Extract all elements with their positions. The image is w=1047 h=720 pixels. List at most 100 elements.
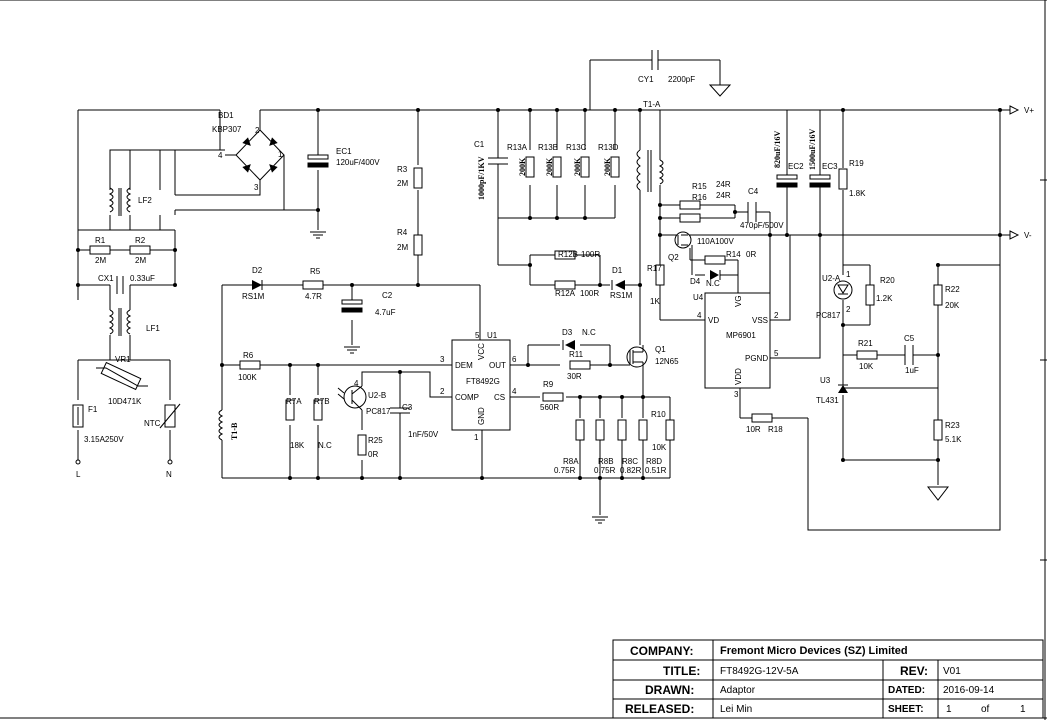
resistor-r7b: R7B N.C bbox=[313, 397, 332, 450]
c1-ref: C1 bbox=[474, 140, 485, 149]
diode-d1: D1 RS1M bbox=[610, 266, 633, 300]
resistor-r14: R14 0R bbox=[704, 250, 756, 265]
optocoupler-u2b: U2-B PC817 4 bbox=[337, 379, 391, 416]
transformer-t1a: T1-A bbox=[636, 100, 664, 192]
r20-ref: R20 bbox=[880, 276, 895, 285]
u4-part: MP6901 bbox=[726, 331, 756, 340]
u1-ref: U1 bbox=[487, 331, 498, 340]
resistor-r17: R17 1K bbox=[647, 264, 665, 306]
r2-ref: R2 bbox=[135, 236, 146, 245]
bd1-pin4: 4 bbox=[218, 151, 223, 160]
capacitor-cy1: CY1 2200pF bbox=[638, 50, 732, 97]
capacitor-ec2: EC2 820uF/16V bbox=[773, 130, 804, 188]
dated-value: 2016-09-14 bbox=[943, 685, 995, 696]
vplus-label: V+ bbox=[1024, 106, 1034, 115]
capacitor-c5: C5 1uF bbox=[904, 334, 919, 375]
u1-pin-cs: CS bbox=[494, 393, 505, 402]
r21-value: 10K bbox=[859, 362, 874, 371]
u4-pin-pgnd: PGND bbox=[745, 354, 768, 363]
resistor-r25: R25 0R bbox=[357, 434, 383, 459]
capacitor-c3: C3 1nF/50V bbox=[390, 400, 439, 439]
resistor-r6: R6 100K bbox=[238, 351, 261, 382]
bd1-part: KBP307 bbox=[212, 125, 242, 134]
r12a-ref: R12A bbox=[555, 289, 576, 298]
q2-value: 110A100V bbox=[697, 237, 734, 246]
r25-value: 0R bbox=[368, 450, 378, 459]
u2a-pin1: 1 bbox=[846, 270, 851, 279]
resistor-r3: R3 2M bbox=[397, 165, 423, 189]
u2a-pin2: 2 bbox=[846, 305, 851, 314]
ec2-value: 820uF/16V bbox=[773, 130, 782, 168]
resistor-r12a: R12A 100R bbox=[554, 280, 599, 298]
diode-d3: D3 N.C bbox=[562, 328, 596, 350]
r8d-value: 0.51R bbox=[645, 466, 667, 475]
r1-value: 2M bbox=[95, 256, 106, 265]
r9-ref: R9 bbox=[543, 380, 554, 389]
capacitor-c1: C1 1000pF/1KV bbox=[474, 140, 508, 200]
resistor-r10: R10 10K bbox=[651, 410, 675, 452]
r16-value: 24R bbox=[716, 191, 731, 200]
resistor-r22: R22 20K bbox=[933, 284, 960, 310]
sheet-total: 1 bbox=[1020, 704, 1026, 715]
c4-ref: C4 bbox=[748, 187, 759, 196]
ec3-value: 1500uF/16V bbox=[808, 128, 817, 170]
d4-value: N.C bbox=[706, 279, 720, 288]
released-label: RELEASED: bbox=[625, 702, 694, 716]
r4-ref: R4 bbox=[397, 228, 408, 237]
r18-ref: R18 bbox=[768, 425, 783, 434]
u2b-ref: U2-B bbox=[368, 391, 386, 400]
bd1-ref: BD1 bbox=[218, 111, 234, 120]
r7b-value: N.C bbox=[318, 441, 332, 450]
sync-rectifier-u4: U4 MP6901 VD VSS VG PGND VDD 4 2 5 3 bbox=[693, 292, 779, 399]
sheet-label: SHEET: bbox=[888, 704, 924, 715]
resistor-r16: R16 24R bbox=[679, 191, 731, 223]
u2a-value: PC817 bbox=[816, 311, 841, 320]
resistor-r23: R23 5.1K bbox=[933, 419, 962, 444]
f1-ref: F1 bbox=[88, 405, 98, 414]
r18-value: 10R bbox=[746, 425, 761, 434]
company-label: COMPANY: bbox=[630, 644, 694, 658]
u1-pin-gnd: GND bbox=[477, 407, 486, 425]
u1-pin6-num: 6 bbox=[512, 355, 517, 364]
controller-u1: U1 FT8492G DEM COMP VCC OUT CS GND 3 2 5… bbox=[440, 331, 517, 442]
rev-value: V01 bbox=[943, 666, 961, 677]
u4-pin-vss: VSS bbox=[752, 316, 768, 325]
r12b-ref: R12B bbox=[558, 250, 578, 259]
wires bbox=[77, 59, 1010, 531]
r20-value: 1.2K bbox=[876, 294, 893, 303]
r6-ref: R6 bbox=[243, 351, 254, 360]
r17-value: 1K bbox=[650, 297, 660, 306]
d1-value: RS1M bbox=[610, 291, 633, 300]
r25-ref: R25 bbox=[368, 436, 383, 445]
r23-value: 5.1K bbox=[945, 435, 962, 444]
cx1-value: 0.33uF bbox=[130, 274, 155, 283]
resistor-r20: R20 1.2K bbox=[865, 276, 895, 306]
terminal-n: N bbox=[166, 470, 172, 479]
vr1-ref: VR1 bbox=[115, 355, 131, 364]
r13a-ref: R13A bbox=[507, 143, 528, 152]
r3-ref: R3 bbox=[397, 165, 408, 174]
c2-value: 4.7uF bbox=[375, 308, 396, 317]
r5-ref: R5 bbox=[310, 267, 321, 276]
d3-ref: D3 bbox=[562, 328, 573, 337]
u4-pin-vdd: VDD bbox=[734, 368, 743, 385]
r14-value: 0R bbox=[746, 250, 756, 259]
d4-ref: D4 bbox=[690, 277, 701, 286]
c4-value: 470pF/500V bbox=[740, 221, 784, 230]
r7a-value: 18K bbox=[290, 441, 305, 450]
r10-ref: R10 bbox=[651, 410, 666, 419]
r16-ref: R16 bbox=[692, 193, 707, 202]
resistor-r5: R5 4.7R bbox=[302, 267, 324, 301]
u4-pin2-num: 2 bbox=[774, 311, 779, 320]
r17-ref: R17 bbox=[647, 264, 662, 273]
ntc-ref: NTC bbox=[144, 419, 161, 428]
r11-ref: R11 bbox=[569, 350, 584, 359]
sheet-value: 1 bbox=[946, 704, 952, 715]
resistor-r21: R21 10K bbox=[856, 339, 878, 371]
capacitor-cx1: CX1 0.33uF bbox=[98, 274, 155, 294]
resistor-r8a: R8A 0.75R bbox=[554, 419, 585, 475]
r3-value: 2M bbox=[397, 179, 408, 188]
u1-pin-out: OUT bbox=[489, 361, 506, 370]
u2b-value: PC817 bbox=[366, 407, 391, 416]
